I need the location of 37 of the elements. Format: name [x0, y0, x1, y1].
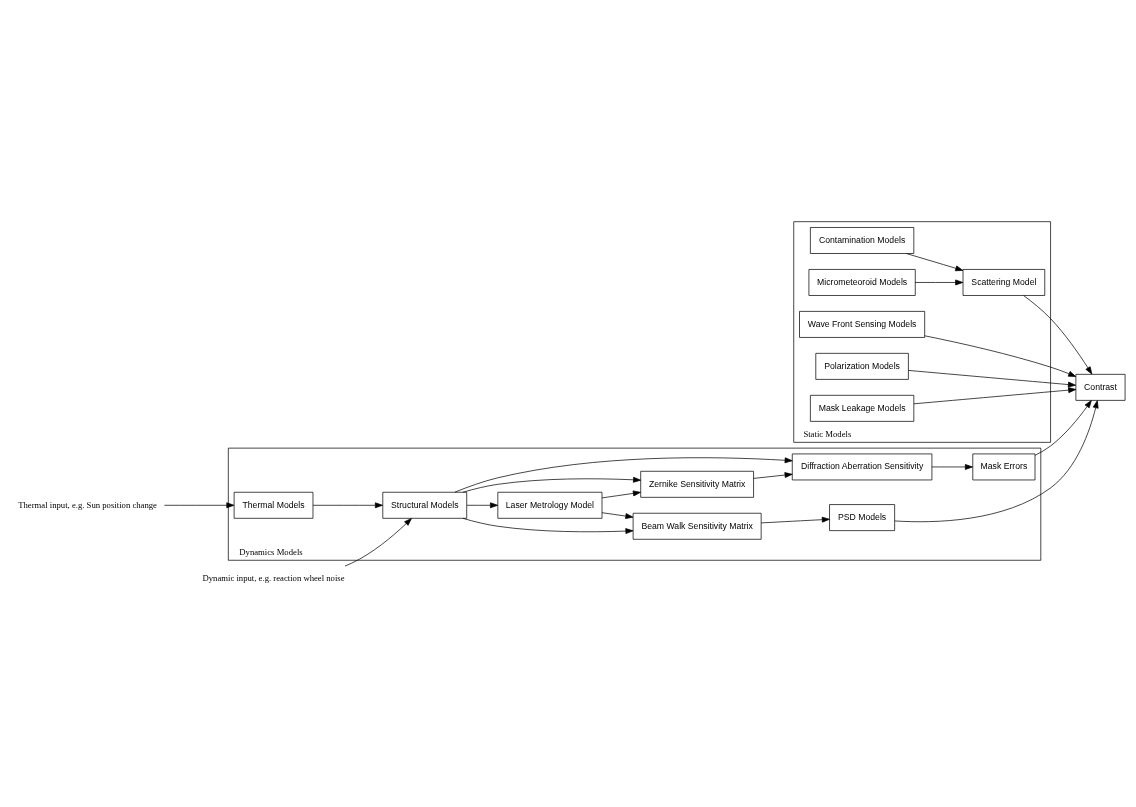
arrow: [894, 399, 1099, 522]
node-box: Beam Walk Sensitivity Matrix: [632, 512, 762, 540]
arrow: [760, 516, 830, 523]
node-box: Polarization Models: [815, 352, 909, 380]
node-box: Contrast: [1075, 373, 1126, 401]
arrow: [914, 279, 964, 285]
arrow: [466, 501, 498, 508]
arrow: [462, 476, 642, 493]
arrow: [913, 386, 1077, 404]
node-box: Structural Models: [382, 491, 468, 519]
arrow: [601, 490, 641, 498]
node-box: PSD Models: [829, 503, 895, 531]
arrow: [344, 517, 412, 566]
node-box: Laser Metrology Model: [497, 491, 603, 519]
arrow: [462, 517, 634, 534]
arrow: [454, 456, 793, 493]
node-box: Contamination Models: [810, 226, 915, 254]
node-box: Mask Errors: [972, 453, 1036, 480]
node-text: Dynamic input, e.g. reaction wheel noise: [202, 572, 345, 583]
node-box: Wave Front Sensing Models: [799, 310, 926, 338]
arrow: [1023, 294, 1093, 374]
arrow: [908, 369, 1076, 387]
arrow: [906, 252, 964, 271]
node-box: Mask Leakage Models: [810, 394, 915, 422]
node-text: Thermal input, e.g. Sun position change: [18, 499, 157, 510]
arrow: [1034, 399, 1092, 456]
node-box: Micrometeoroid Models: [808, 268, 916, 296]
arrow: [753, 471, 793, 479]
arrow: [931, 463, 973, 470]
node-box: Diffraction Aberration Sensitivity: [791, 453, 933, 480]
arrow: [924, 334, 1077, 377]
node-box: Thermal Models: [233, 491, 314, 519]
arrow: [312, 501, 383, 508]
arrow: [601, 511, 634, 519]
arrow: [164, 501, 235, 508]
node-box: Scattering Model: [962, 268, 1046, 296]
node-box: Zernike Sensitivity Matrix: [640, 470, 754, 498]
